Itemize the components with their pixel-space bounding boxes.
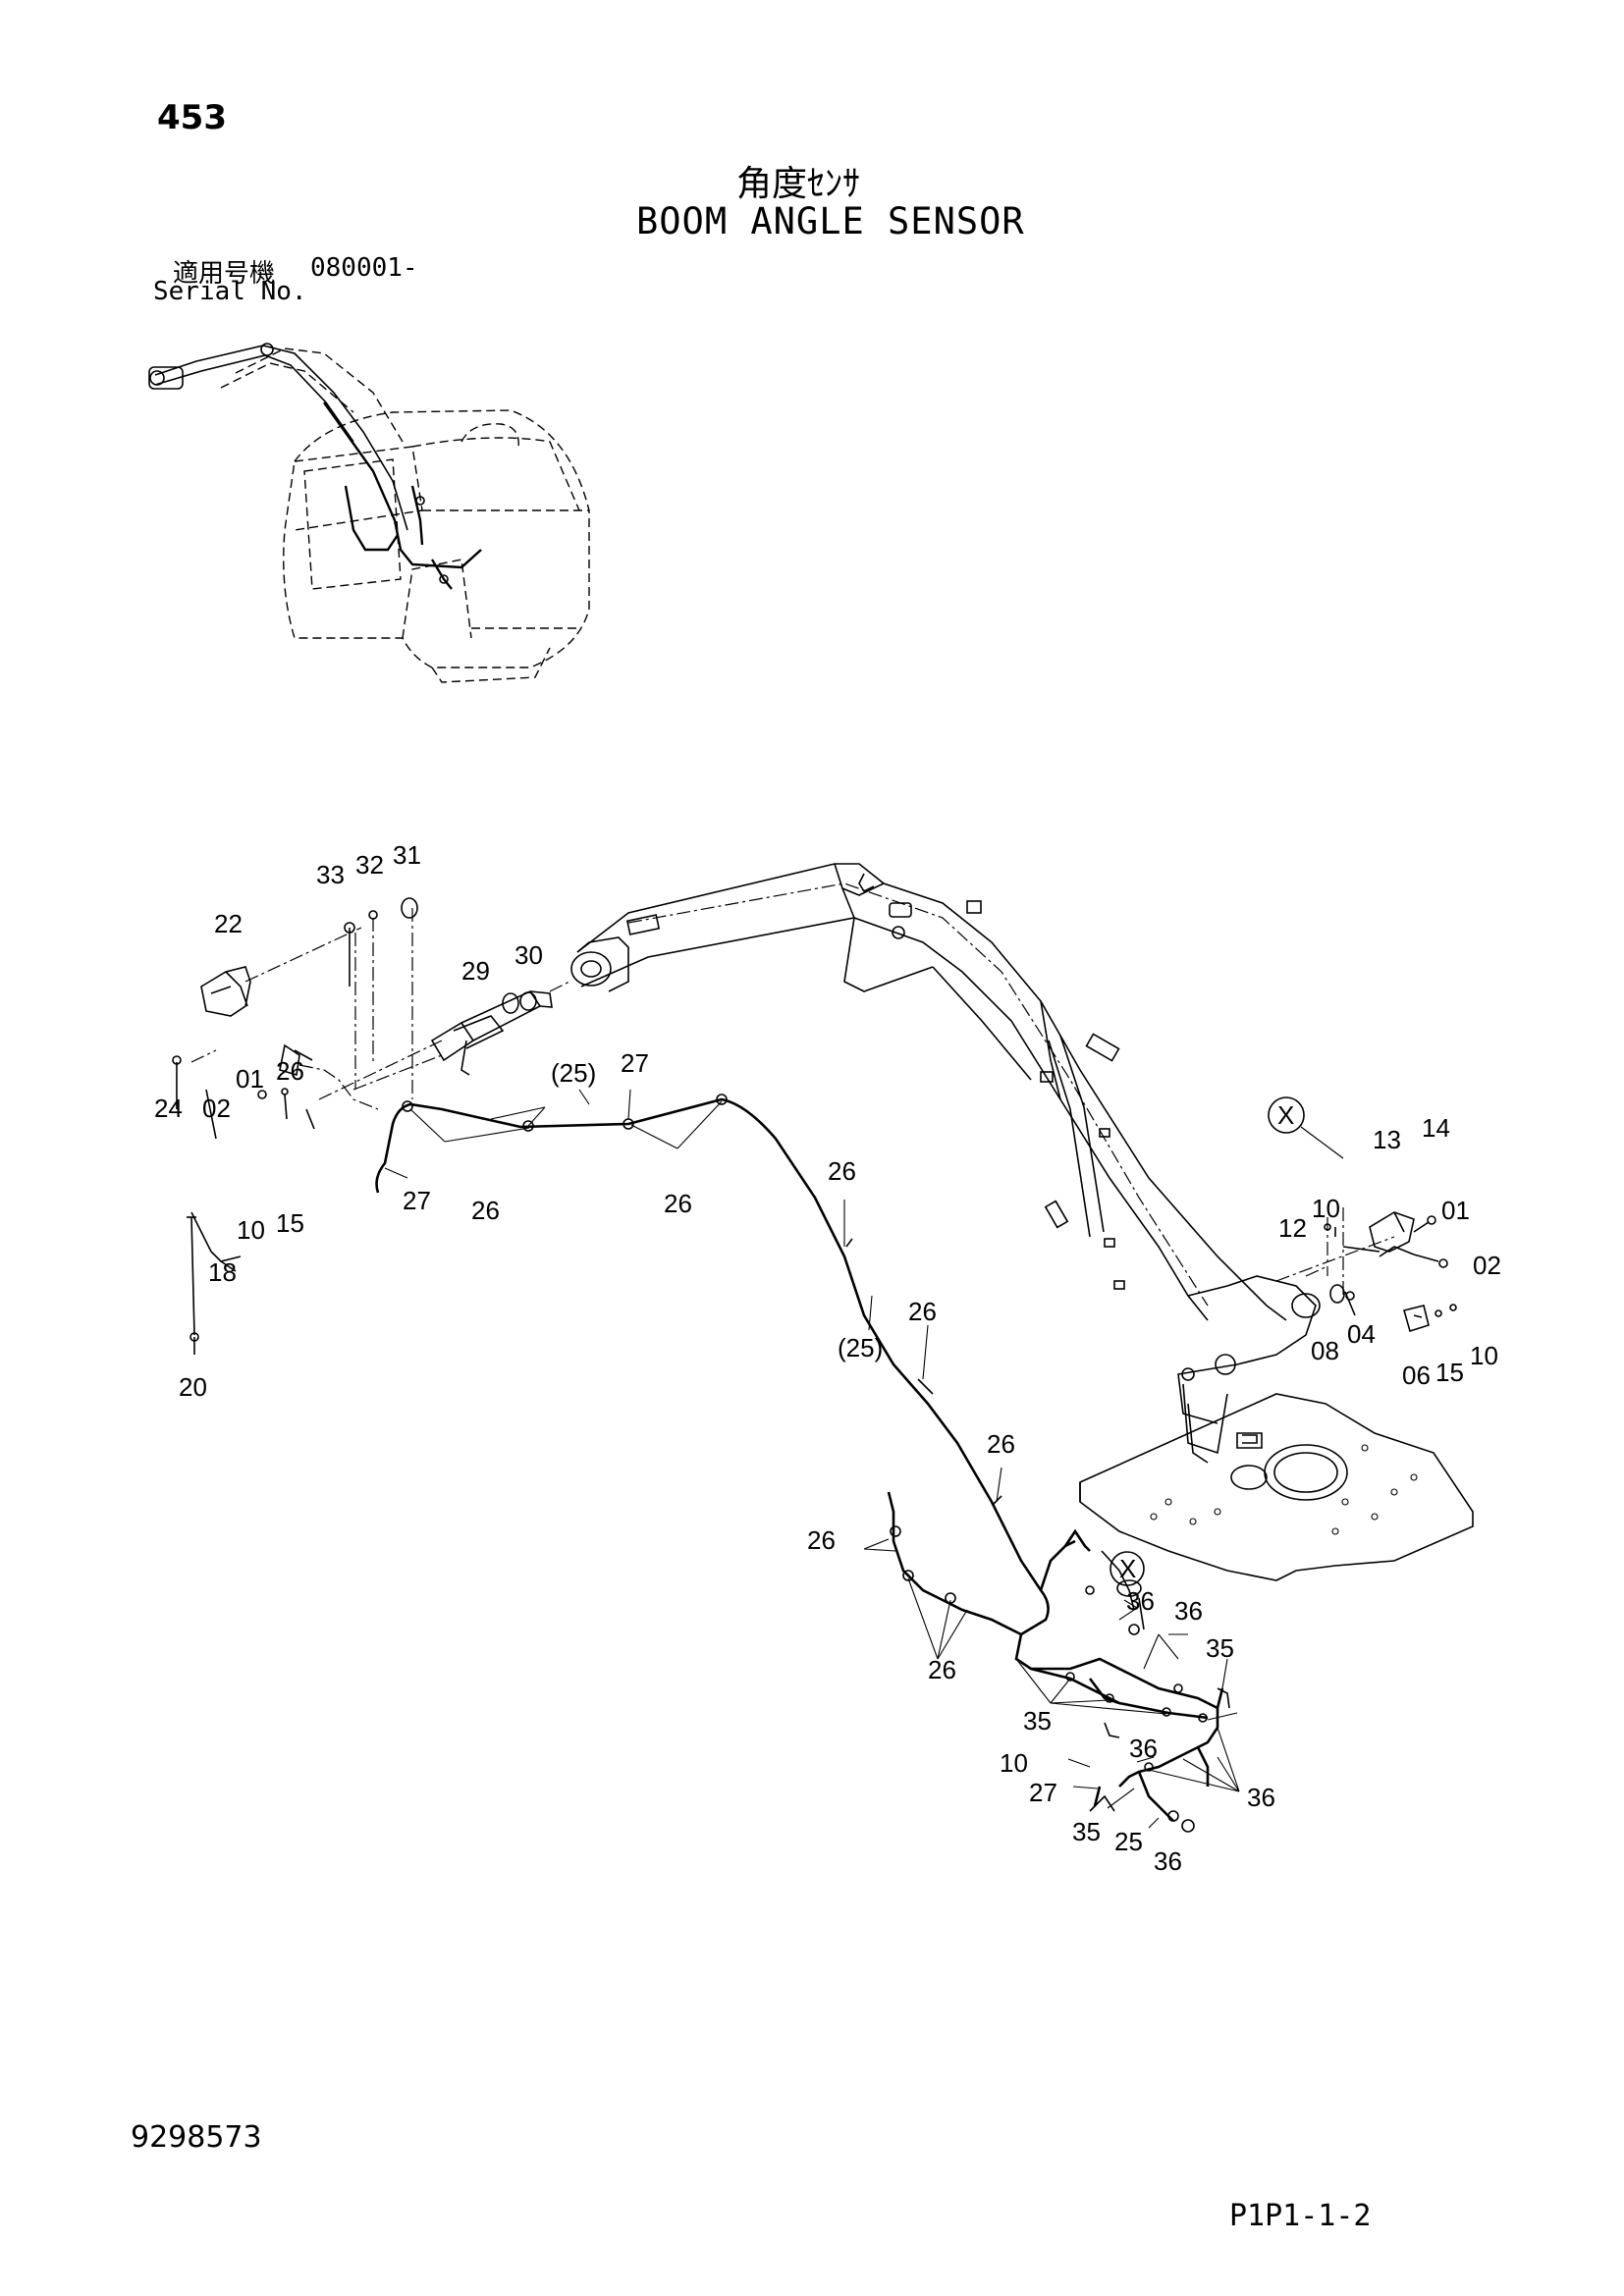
page-title-japanese: 角度ｾﾝｻ: [736, 164, 861, 204]
callout-12: 12: [1278, 1213, 1307, 1243]
callout-30: 30: [514, 940, 543, 970]
serial-range: 080001-: [310, 253, 418, 283]
callout-36: 36: [1247, 1783, 1275, 1812]
callout-24: 24: [154, 1094, 183, 1123]
upper-frame-plate-illustration: [1079, 1393, 1474, 1581]
callouts: 33 32 31 22 29 30 24 02 01 26 10 15 27 2…: [154, 840, 1501, 1876]
callout-27: 27: [621, 1048, 649, 1078]
page-number: 453: [157, 98, 227, 137]
callout-25: 25: [1114, 1827, 1143, 1856]
callout-15: 15: [276, 1208, 304, 1238]
callout-15: 15: [1435, 1358, 1464, 1387]
callout-36: 36: [1174, 1596, 1203, 1626]
document-number: 9298573: [131, 2120, 262, 2155]
callout-32: 32: [355, 850, 384, 880]
callout-29: 29: [461, 956, 490, 986]
callout-36: 36: [1154, 1846, 1182, 1876]
excavator-overview-illustration: [148, 343, 590, 683]
boom-assembly-illustration: [570, 863, 1474, 1581]
right-sensor-assembly-illustration: [1275, 1207, 1457, 1333]
angle-sensor-illustration: [172, 897, 570, 1355]
callout-35: 35: [1023, 1706, 1052, 1735]
callout-04: 04: [1347, 1319, 1376, 1349]
callout-36: 36: [1129, 1734, 1158, 1763]
callout-35: 35: [1206, 1633, 1234, 1663]
callout-26: 26: [987, 1429, 1015, 1459]
callout-26: 26: [276, 1056, 304, 1086]
callout-14: 14: [1422, 1113, 1450, 1143]
callout-26: 26: [908, 1297, 937, 1326]
page-reference: P1P1-1-2: [1229, 2199, 1372, 2233]
callout-10: 10: [1312, 1194, 1340, 1223]
callout-10: 10: [237, 1215, 265, 1245]
detail-marker-x: [1110, 1551, 1145, 1586]
callout-26: 26: [807, 1525, 836, 1555]
callout-02: 02: [202, 1094, 231, 1123]
callout-10: 10: [1000, 1748, 1028, 1778]
callout-25: (25): [838, 1333, 883, 1362]
detail-marker-x: [1268, 1096, 1305, 1134]
wiring-harness-illustration: [375, 1089, 1240, 1833]
callout-x: X: [1277, 1100, 1294, 1130]
callout-33: 33: [316, 860, 345, 889]
callout-35: 35: [1072, 1817, 1101, 1846]
callout-01: 01: [236, 1064, 264, 1094]
callout-20: 20: [179, 1372, 207, 1402]
callout-02: 02: [1473, 1251, 1501, 1280]
callout-31: 31: [393, 840, 421, 870]
page-title: BOOM ANGLE SENSOR: [636, 200, 1025, 242]
callout-06: 06: [1402, 1361, 1431, 1390]
callout-x: X: [1119, 1554, 1136, 1583]
callout-10: 10: [1470, 1341, 1498, 1370]
callout-27: 27: [403, 1186, 431, 1215]
callout-26: 26: [471, 1196, 500, 1225]
serial-label: Serial No.: [153, 277, 307, 306]
callout-26: 26: [928, 1655, 956, 1684]
callout-36: 36: [1126, 1586, 1155, 1616]
callout-27: 27: [1029, 1778, 1057, 1807]
serial-label-japanese: 適用号機: [173, 259, 276, 289]
callout-18: 18: [208, 1257, 237, 1287]
callout-22: 22: [214, 909, 243, 938]
callout-08: 08: [1311, 1336, 1339, 1365]
callout-26: 26: [664, 1189, 692, 1218]
callout-26: 26: [828, 1156, 856, 1186]
callout-01: 01: [1441, 1196, 1470, 1225]
callout-25: (25): [551, 1058, 596, 1088]
callout-13: 13: [1373, 1125, 1401, 1154]
